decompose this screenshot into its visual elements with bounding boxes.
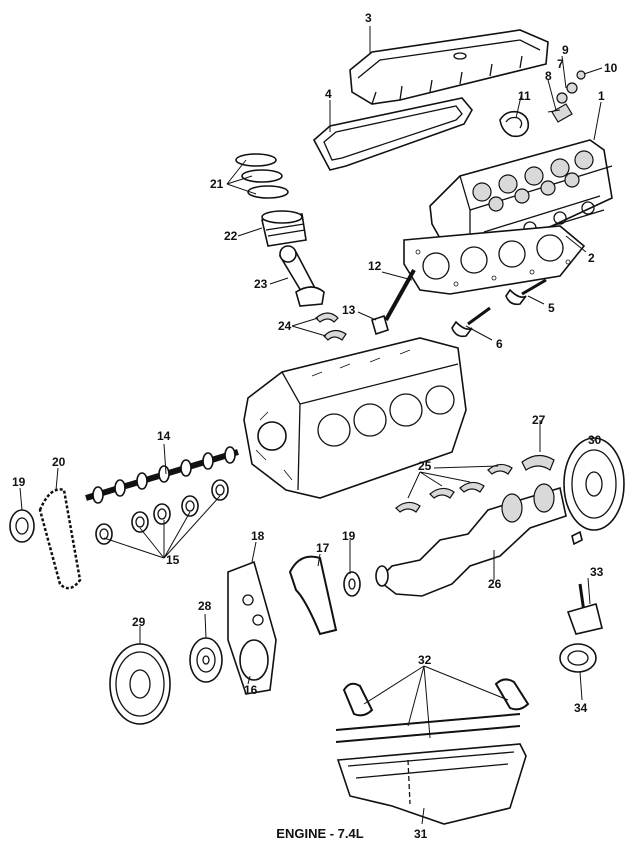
part-thrust-bearing bbox=[521, 454, 555, 471]
callout-24: 24 bbox=[278, 319, 292, 333]
callout-32: 32 bbox=[418, 653, 432, 667]
leader-lines bbox=[19, 26, 603, 825]
callout-19-cam-sprocket: 19 bbox=[12, 475, 26, 489]
callout-31: 31 bbox=[414, 827, 428, 841]
part-oil-pan bbox=[336, 743, 527, 825]
part-connecting-rod bbox=[278, 245, 325, 307]
callout-14: 14 bbox=[157, 429, 171, 443]
part-crank-sprocket bbox=[343, 571, 361, 597]
callout-34: 34 bbox=[574, 701, 588, 715]
part-oil-pump bbox=[559, 583, 603, 673]
callout-20: 20 bbox=[52, 455, 66, 469]
part-cam-sprocket bbox=[9, 509, 35, 543]
callout-23: 23 bbox=[254, 277, 268, 291]
callout-30: 30 bbox=[588, 433, 602, 447]
part-piston bbox=[261, 210, 307, 247]
part-head-gasket bbox=[403, 225, 586, 295]
part-cam-bearings bbox=[95, 479, 229, 545]
part-piston-rings bbox=[235, 153, 289, 199]
callout-27: 27 bbox=[532, 413, 546, 427]
part-main-bearings bbox=[395, 463, 513, 513]
callout-33: 33 bbox=[590, 565, 604, 579]
part-valve-cover-gasket bbox=[312, 97, 473, 171]
callout-7: 7 bbox=[557, 57, 564, 71]
callout-25: 25 bbox=[418, 459, 432, 473]
callout-12: 12 bbox=[368, 259, 382, 273]
callout-29: 29 bbox=[132, 615, 146, 629]
part-pushrod bbox=[371, 269, 416, 336]
part-timing-cover-gasket bbox=[288, 555, 338, 636]
part-valve-cover bbox=[349, 29, 549, 105]
part-flexplate bbox=[563, 437, 625, 546]
callout-2: 2 bbox=[588, 251, 595, 265]
part-camshaft bbox=[85, 446, 239, 504]
callout-17: 17 bbox=[316, 541, 330, 555]
part-rod-bearings bbox=[315, 312, 347, 341]
callout-22: 22 bbox=[224, 229, 238, 243]
callout-18: 18 bbox=[251, 529, 265, 543]
callout-3: 3 bbox=[365, 11, 372, 25]
part-timing-cover bbox=[227, 560, 277, 695]
callout-28: 28 bbox=[198, 599, 212, 613]
part-valves bbox=[451, 278, 547, 338]
part-timing-chain bbox=[38, 488, 82, 590]
part-oil-pan-gasket bbox=[335, 678, 530, 743]
callout-6: 6 bbox=[496, 337, 503, 351]
part-rocker-components bbox=[551, 70, 586, 123]
callout-9: 9 bbox=[562, 43, 569, 57]
callout-10: 10 bbox=[604, 61, 618, 75]
callout-15: 15 bbox=[166, 553, 180, 567]
part-harmonic-balancer bbox=[109, 643, 171, 725]
callout-16: 16 bbox=[244, 683, 258, 697]
callout-26: 26 bbox=[488, 577, 502, 591]
part-engine-block bbox=[243, 337, 467, 499]
part-crankshaft bbox=[375, 483, 567, 597]
callout-11: 11 bbox=[518, 89, 531, 103]
callout-4: 4 bbox=[325, 87, 332, 101]
diagram-caption: ENGINE - 7.4L bbox=[276, 826, 364, 841]
callout-13: 13 bbox=[342, 303, 356, 317]
part-seal bbox=[499, 110, 530, 138]
part-pulley-hub bbox=[189, 637, 223, 683]
callout-21: 21 bbox=[210, 177, 224, 191]
callout-1: 1 bbox=[598, 89, 605, 103]
callout-8: 8 bbox=[545, 69, 552, 83]
callout-5: 5 bbox=[548, 301, 555, 315]
callout-labels: 1 2 3 4 5 6 7 8 9 10 11 12 13 14 15 16 1… bbox=[12, 11, 618, 841]
callout-19-crank-sprocket: 19 bbox=[342, 529, 356, 543]
